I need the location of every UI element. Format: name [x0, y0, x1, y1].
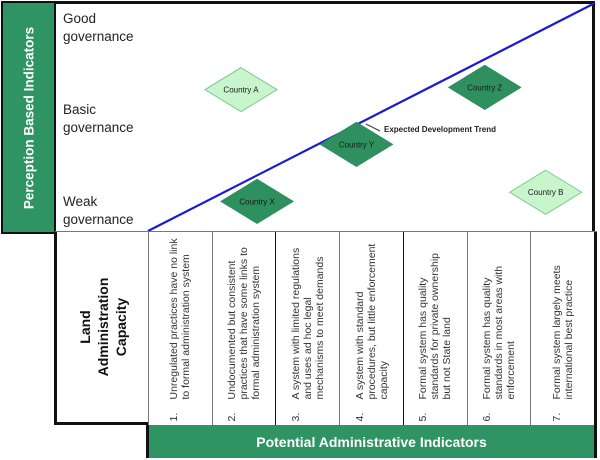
country-label: Country X: [239, 197, 275, 206]
capacity-column: 7. Formal system largely meets internatio…: [530, 232, 594, 425]
column-description: A system with standard procedures, but l…: [353, 243, 390, 399]
level-basic-governance: Basic governance: [63, 102, 134, 135]
country-diamond: Country B: [508, 169, 583, 215]
capacity-column: 1. Unregulated practices have no link to …: [148, 232, 212, 425]
x-axis-title-text: Land Administration Capacity: [76, 277, 129, 377]
capacity-column: 5. Formal system has quality standards fo…: [402, 232, 467, 425]
country-diamond: Country X: [220, 178, 295, 224]
column-number: 5.: [417, 412, 430, 421]
column-description: Formal system has quality standards for …: [417, 252, 454, 400]
diamond-shape: [447, 64, 522, 110]
x-axis-title: Land Administration Capacity: [76, 267, 130, 387]
column-number: 1.: [168, 412, 181, 421]
section-divider: [55, 231, 597, 232]
level-weak-governance: Weak governance: [63, 194, 134, 227]
column-description: Formal system has quality standards in m…: [480, 265, 517, 399]
diamond-shape: [204, 67, 278, 113]
capacity-column: 6. Formal system has quality standards in…: [466, 232, 531, 425]
country-label: Country Y: [339, 140, 375, 149]
column-number: 4.: [353, 412, 366, 421]
diamond-shape: [319, 121, 394, 167]
perception-indicators-label-box: Perception Based Indicators: [1, 1, 56, 234]
column-description: Unregulated practices have no link to fo…: [168, 237, 193, 399]
level-good-governance: Good governance: [63, 11, 134, 44]
column-number: 6.: [480, 412, 493, 421]
trend-label: Expected Development Trend: [384, 125, 497, 134]
column-description: Undocumented but consistent practices th…: [226, 246, 263, 399]
footer-label: Potential Administrative Indicators: [256, 433, 487, 450]
country-label: Country B: [528, 188, 564, 197]
country-diamond: Country Y: [319, 121, 394, 167]
capacity-column: 2. Undocumented but consistent practices …: [211, 232, 276, 425]
column-number: 3.: [289, 412, 302, 421]
diamond-shape: [220, 178, 295, 224]
column-description: A system with limited regulations and us…: [289, 247, 326, 399]
administrative-indicators-footer: Potential Administrative Indicators: [146, 425, 597, 458]
country-label: Country Z: [467, 83, 502, 92]
capacity-column: 3. A system with limited regulations and …: [275, 232, 339, 425]
capacity-columns: 1. Unregulated practices have no link to …: [148, 232, 597, 425]
country-label: Country A: [223, 86, 259, 95]
plot-area: [55, 1, 595, 231]
trend-leader-line: [365, 123, 381, 132]
diamond-shape: [508, 169, 583, 215]
expected-trend-line: [147, 2, 596, 232]
diagram-canvas: Country A Country X Country Y Country Z Coun…: [147, 2, 596, 232]
capacity-label-box: Land Administration Capacity: [54, 232, 148, 425]
column-description: Formal system largely meets internationa…: [550, 264, 575, 399]
capacity-column: 4. A system with standard procedures, but…: [339, 232, 403, 425]
country-diamond: Country A: [204, 67, 278, 113]
country-diamond: Country Z: [447, 64, 522, 110]
column-number: 2.: [226, 412, 239, 421]
column-number: 7.: [550, 412, 563, 421]
